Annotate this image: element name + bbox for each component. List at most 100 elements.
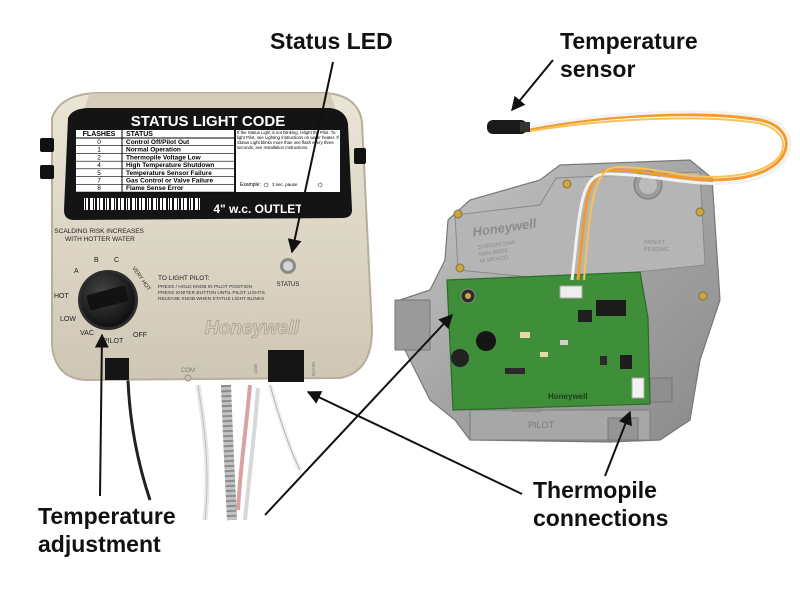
example-timing: 3 sec. pause xyxy=(272,182,298,187)
barcode-bar xyxy=(139,198,141,210)
barcode-bar xyxy=(195,198,198,210)
status-row-description: Normal Operation xyxy=(126,147,181,154)
status-row-description: Gas Control or Valve Failure xyxy=(126,177,213,184)
barcode-bar xyxy=(111,198,114,210)
valve-model-text: SV9502H 2546 0604 MADE IN MEXICO xyxy=(478,240,519,265)
scalding-warning: SCALDING RISK INCREASES WITH HOTTER WATE… xyxy=(54,228,145,243)
knob-label-c: C xyxy=(114,257,119,264)
status-row-description: High Temperature Shutdown xyxy=(126,162,214,169)
flashes-column-header: FLASHES xyxy=(83,131,116,138)
barcode-bar xyxy=(178,198,179,210)
status-row-description: Thermopile Voltage Low xyxy=(126,154,202,161)
pilot-instructions: PRESS / HOLD KNOB IN PILOT POSITION PRES… xyxy=(158,284,266,302)
knob-label-vac: VAC xyxy=(80,330,94,337)
temperature-knob[interactable] xyxy=(78,270,138,330)
barcode-bar xyxy=(86,198,88,210)
status-row-flashes: 5 xyxy=(97,170,101,177)
arrow-temperature-adjustment xyxy=(94,333,109,497)
barcode-bar xyxy=(170,198,172,210)
barcode-bar xyxy=(128,198,130,210)
status-row-description: Temperature Sensor Failure xyxy=(126,170,212,177)
status-row-description: Flame Sense Error xyxy=(126,185,184,192)
barcode-bar xyxy=(132,198,135,210)
gas-valve-body: Honeywell SV9502H 2546 0604 MADE IN MEXI… xyxy=(394,159,721,443)
knob-label-off: OFF xyxy=(133,332,147,339)
status-row-description: Control Off/Pilot Out xyxy=(126,139,190,146)
barcode-bar xyxy=(149,198,151,210)
knob-label-hot: HOT xyxy=(54,293,70,300)
outlet-label: 4" w.c. OUTLET xyxy=(213,202,303,216)
patent-pending-text: PATENT PENDING xyxy=(644,240,669,253)
barcode-bar xyxy=(153,198,156,210)
barcode-bar xyxy=(189,198,190,210)
barcode-bar xyxy=(100,198,103,210)
barcode-bar xyxy=(174,198,177,210)
control-circuit-board: Honeywell xyxy=(446,271,651,411)
white-terminal-label: WHITE xyxy=(311,362,316,377)
status-led xyxy=(280,258,296,274)
barcode-bar xyxy=(181,198,183,210)
gas-control-valve: STATUS LIGHT CODE FLASHES STATUS 0 Contro… xyxy=(40,92,374,521)
barcode-bar xyxy=(105,198,106,210)
red-terminal-label: RED xyxy=(253,364,258,374)
barcode-bar xyxy=(90,198,93,210)
status-row-flashes: 8 xyxy=(97,185,101,192)
temperature-sensor xyxy=(487,110,792,281)
status-row-flashes: 0 xyxy=(97,139,101,146)
barcode-bar xyxy=(199,198,200,210)
status-row-flashes: 1 xyxy=(97,147,101,154)
status-led-label: STATUS xyxy=(277,282,300,288)
connector-left xyxy=(105,358,129,380)
connector-right xyxy=(268,350,304,382)
arrow-thermopile-right xyxy=(604,410,632,477)
barcode-bar xyxy=(147,198,148,210)
status-light-code-label: STATUS LIGHT CODE FLASHES STATUS 0 Contro… xyxy=(64,108,352,220)
barcode-bar xyxy=(94,198,95,210)
status-code-rows: 0 Control Off/Pilot Out 1 Normal Operation 2… xyxy=(76,139,234,193)
barcode-bar xyxy=(136,198,137,210)
pilot-port-label: PILOT xyxy=(528,420,555,430)
honeywell-logo: Honeywell xyxy=(205,318,300,339)
barcode-bar xyxy=(168,198,169,210)
barcode-bar xyxy=(184,198,187,210)
arrow-status-led xyxy=(287,61,334,254)
barcode-bar xyxy=(84,198,85,210)
callout-temperature-adjustment: Temperature adjustment xyxy=(38,503,176,557)
status-light-code-title: STATUS LIGHT CODE xyxy=(131,113,285,130)
example-label: Example: xyxy=(240,182,261,188)
status-column-header: STATUS xyxy=(126,131,153,138)
callout-status-led: Status LED xyxy=(270,28,393,54)
barcode xyxy=(84,198,200,210)
status-row-flashes: 7 xyxy=(97,177,101,184)
arrow-temperature-sensor xyxy=(511,59,554,112)
sun-icon: ☼ xyxy=(262,179,270,189)
thermocouple-wires xyxy=(126,379,303,521)
knob-label-a: A xyxy=(74,268,79,275)
callout-arrows xyxy=(94,59,632,516)
callout-temperature-sensor: Temperature sensor xyxy=(560,28,698,82)
status-row-flashes: 4 xyxy=(97,162,101,169)
com-label: COM xyxy=(181,368,195,374)
status-row-flashes: 2 xyxy=(97,154,101,161)
barcode-bar xyxy=(97,198,99,210)
barcode-bar xyxy=(157,198,158,210)
barcode-bar xyxy=(126,198,127,210)
knob-label-low: LOW xyxy=(60,316,76,323)
callout-thermopile-connections: Thermopile connections xyxy=(533,477,669,531)
barcode-bar xyxy=(191,198,193,210)
knob-label-b: B xyxy=(94,257,99,264)
knob-label-pilot: PILOT xyxy=(103,338,124,345)
arrow-thermopile-pcb xyxy=(264,313,453,516)
barcode-bar xyxy=(163,198,166,210)
barcode-bar xyxy=(115,198,116,210)
barcode-bar xyxy=(160,198,162,210)
barcode-bar xyxy=(142,198,145,210)
mounting-screws xyxy=(453,179,708,301)
pilot-instructions-title: TO LIGHT PILOT: xyxy=(158,275,210,282)
barcode-bar xyxy=(121,198,124,210)
pcb-honeywell-logo: Honeywell xyxy=(548,392,588,401)
sun-icon: ☼ xyxy=(316,179,324,189)
status-light-instructions: If the Status Light is not blinking, rel… xyxy=(237,130,339,150)
barcode-bar xyxy=(107,198,109,210)
